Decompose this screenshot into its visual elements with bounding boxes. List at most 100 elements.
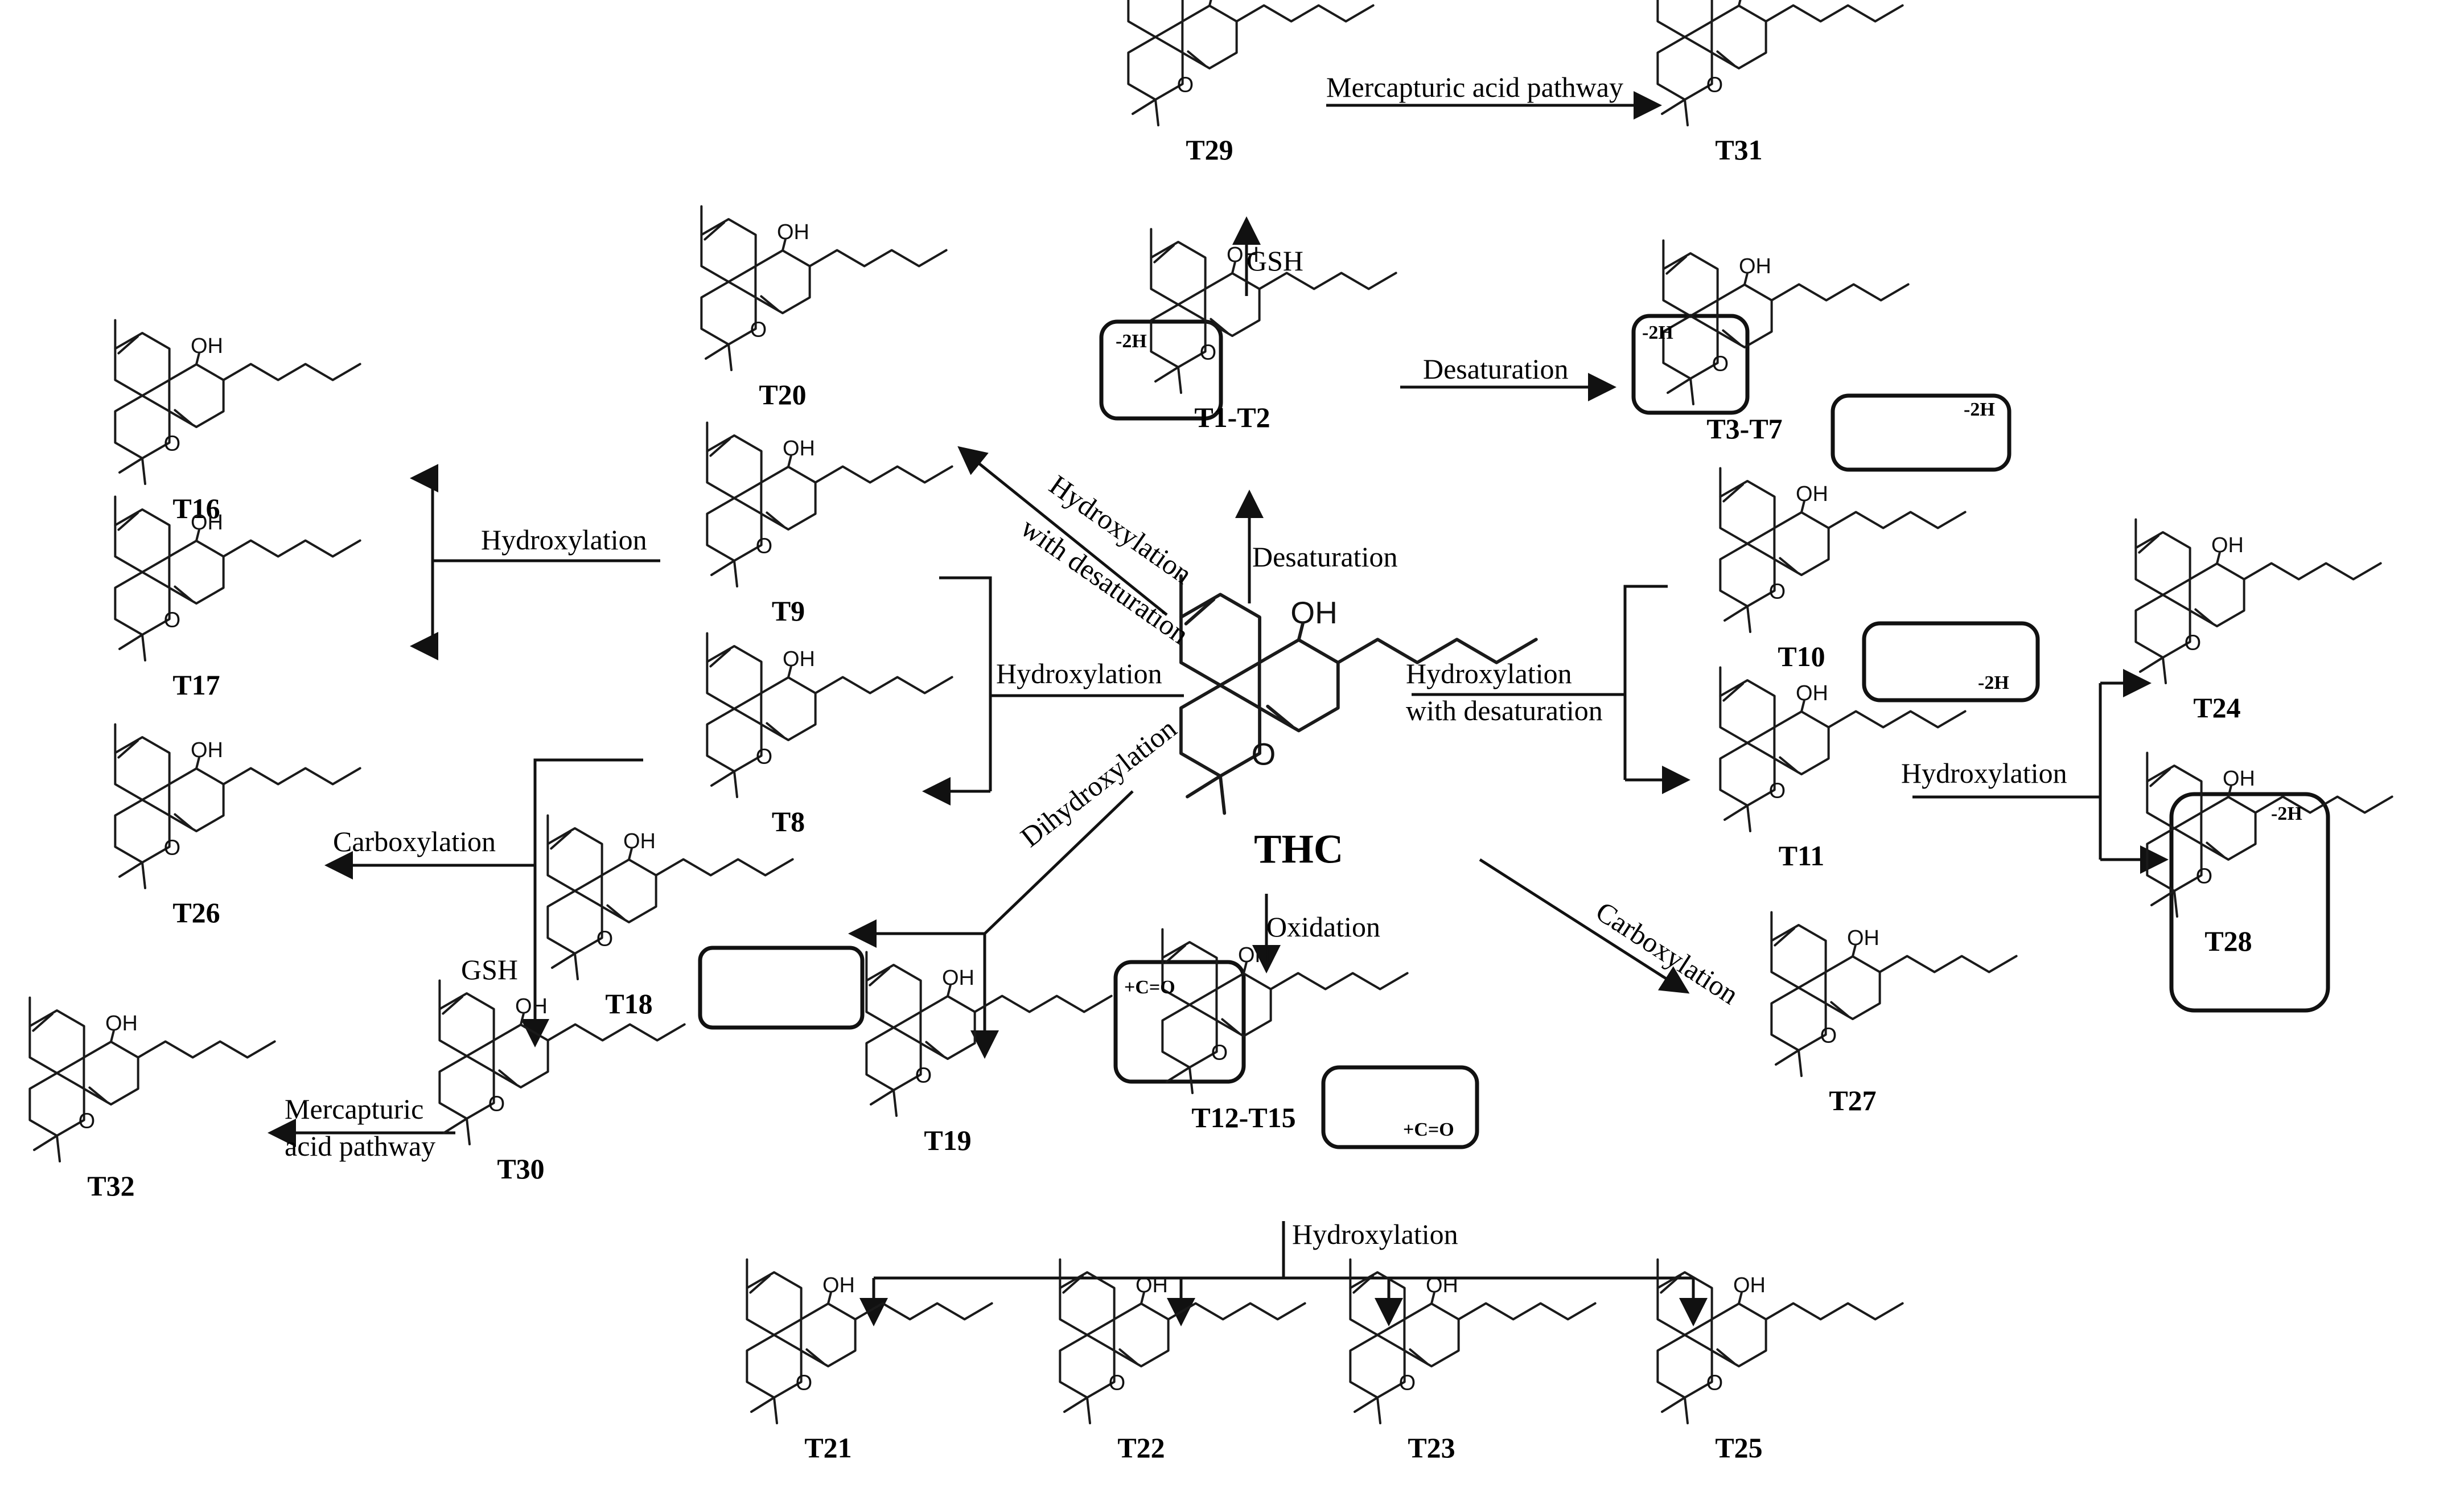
ring-oxygen: O xyxy=(1706,73,1723,97)
ring-2 xyxy=(1059,1334,1116,1399)
gem-methyl-2 xyxy=(56,1135,61,1162)
ring-oxygen: O xyxy=(488,1092,505,1116)
aromatic-bond xyxy=(805,1348,825,1365)
ring-1 xyxy=(760,466,817,531)
alkyl-tail xyxy=(222,363,361,381)
ring-0 xyxy=(2146,765,2203,829)
hydroxyl-label: OH xyxy=(1227,243,1259,267)
ring-0 xyxy=(1662,252,1719,317)
box-note-note-t3t7-a: -2H xyxy=(1642,322,1673,343)
ring-oxygen: O xyxy=(915,1064,932,1088)
aromatic-bond xyxy=(1722,329,1741,346)
ring-oxygen: O xyxy=(1200,341,1217,365)
reaction-label-hydroxylation-left-mid: Hydroxylation xyxy=(996,658,1162,689)
alkyl-tail xyxy=(546,1023,686,1042)
ring-0 xyxy=(700,218,757,283)
ring-2 xyxy=(1656,36,1713,101)
box-notes: -2H-2H-2H-2H-2H+C=O+C=O xyxy=(1116,322,2302,1140)
box-t1t2-ring xyxy=(1099,319,1223,421)
hydroxyl-bond xyxy=(1140,1291,1145,1305)
aromatic-bond xyxy=(498,1069,517,1086)
alkyl-tail xyxy=(222,767,361,786)
alkyl-tail xyxy=(1336,638,1538,664)
ring-0 xyxy=(1656,0,1713,38)
ring-2 xyxy=(1161,1004,1218,1069)
ring-double-bond xyxy=(704,221,725,241)
reaction-label-desat-up: Desaturation xyxy=(1252,541,1397,573)
hydroxyl-label: OH xyxy=(1739,254,1771,278)
gem-methyl-1 xyxy=(33,1135,58,1151)
ring-double-bond xyxy=(117,512,139,531)
gem-methyl-1 xyxy=(443,1117,468,1134)
alkyl-tail xyxy=(814,676,953,695)
ring-2 xyxy=(114,799,171,864)
ring-2 xyxy=(746,1334,803,1399)
ring-1 xyxy=(168,767,225,832)
ring-2 xyxy=(1719,742,1776,807)
ring-double-bond xyxy=(2149,768,2171,787)
ring-0 xyxy=(1349,1271,1406,1336)
ring-oxygen: O xyxy=(756,535,773,558)
compound-label: THC xyxy=(1254,826,1343,872)
alkyl-tail xyxy=(1827,710,1967,729)
gem-methyl-1 xyxy=(551,952,576,969)
gem-methyl-2 xyxy=(733,770,738,798)
ring-0 xyxy=(2134,531,2191,596)
reaction-label-hydroxylation-desat-right-2: with desaturation xyxy=(1406,695,1603,726)
ring-oxygen: O xyxy=(164,432,181,456)
gem-methyl-2 xyxy=(1684,1396,1689,1424)
alkyl-tail xyxy=(137,1040,276,1059)
alkyl-tail xyxy=(1770,283,1910,302)
compound-label: T25 xyxy=(1715,1432,1762,1464)
hydroxyl-bond xyxy=(787,665,792,679)
ring-1 xyxy=(754,249,811,314)
compound-label: T29 xyxy=(1186,134,1233,166)
compound-label: T28 xyxy=(2204,925,2252,957)
ring-0 xyxy=(114,508,171,573)
compound-label: T22 xyxy=(1117,1432,1165,1464)
ring-0 xyxy=(1719,480,1776,545)
compound-label: T12-T15 xyxy=(1191,1102,1295,1133)
gem-methyl-1 xyxy=(118,861,143,878)
hydroxyl-bond xyxy=(1243,961,1248,975)
box-t12-tail xyxy=(1321,1065,1479,1149)
alkyl-tail xyxy=(2243,562,2382,581)
hydroxyl-bond xyxy=(110,1029,115,1043)
ring-double-bond xyxy=(869,967,890,987)
ring-2 xyxy=(865,1026,922,1091)
hydroxyl-bond xyxy=(781,238,787,252)
box-note-note-t12-a: +C=O xyxy=(1124,977,1175,998)
hydroxyl-bond xyxy=(628,847,633,861)
ring-2 xyxy=(1656,1334,1713,1399)
gem-methyl-2 xyxy=(1376,1396,1381,1424)
hydroxyl-bond xyxy=(2216,551,2221,565)
ring-2 xyxy=(706,497,763,562)
ring-2 xyxy=(28,1072,85,1137)
ring-double-bond xyxy=(1665,256,1687,275)
ring-1 xyxy=(1710,5,1767,69)
aromatic-bond xyxy=(766,722,785,738)
hydroxyl-bond xyxy=(947,984,952,997)
gem-methyl-2 xyxy=(1154,98,1159,126)
compound-label: T11 xyxy=(1779,840,1825,872)
compound-label: T26 xyxy=(172,897,220,928)
ring-1 xyxy=(760,676,817,741)
hydroxyl-label: OH xyxy=(2223,767,2255,791)
ring-oxygen: O xyxy=(1177,73,1194,97)
aromatic-bond xyxy=(1716,1348,1735,1365)
aromatic-bond xyxy=(174,409,193,425)
hydroxyl-bond xyxy=(827,1291,832,1305)
ring-oxygen: O xyxy=(597,927,614,951)
ring-1 xyxy=(83,1041,139,1106)
compound-label: T10 xyxy=(1778,640,1825,672)
ring-double-bond xyxy=(1062,1275,1084,1294)
gem-methyl-1 xyxy=(1186,774,1222,799)
aromatic-bond xyxy=(174,813,193,829)
